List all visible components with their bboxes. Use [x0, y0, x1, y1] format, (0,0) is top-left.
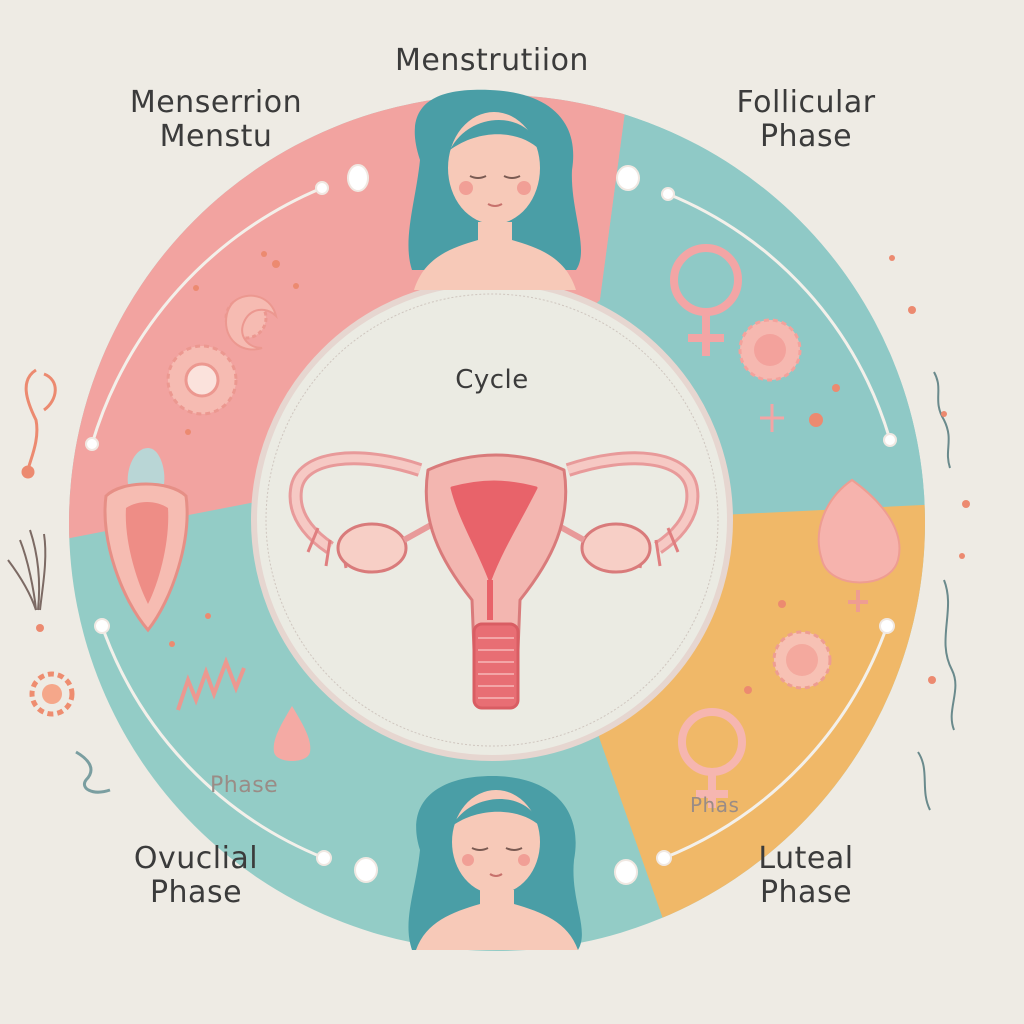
arc-bottom-left [100, 625, 325, 860]
label-top-left-line2: Menstu [159, 118, 273, 154]
uterus-icon [288, 451, 700, 710]
label-bottom-right-line2: Phase [759, 874, 853, 910]
label-inner-right-faded: Phas [690, 793, 740, 817]
wave-icon [176, 656, 246, 711]
ring-dots [85, 164, 897, 885]
label-bottom-left: Ovuclial Phase [76, 842, 316, 909]
egg-cell-icon [772, 630, 832, 690]
arc-top-left [90, 186, 323, 445]
label-top-right: Follicular Phase [686, 86, 926, 153]
label-center: Cycle [455, 365, 529, 395]
label-bottom-right: Luteal Phase [686, 842, 926, 909]
woman-face-icon [408, 776, 582, 950]
leaf-icon [21, 368, 57, 479]
uterus-cross-section-icon [103, 448, 189, 633]
confetti-dots [169, 251, 970, 694]
female-symbol-icon [760, 404, 784, 432]
label-top: Menstrutiion [395, 43, 589, 78]
drop-icon [273, 706, 311, 761]
woman-face-icon [408, 89, 582, 290]
flower-icon [29, 671, 75, 717]
egg-cell-icon [166, 344, 238, 416]
label-top-right-line1: Follicular [736, 85, 876, 120]
squiggle-icon [75, 750, 111, 794]
label-inner-left-faded: Phase [210, 773, 279, 798]
arc-bottom-right [663, 625, 889, 860]
female-symbol-icon [678, 708, 746, 808]
squiggle-icon [917, 371, 957, 811]
label-bottom-right-line1: Luteal [758, 841, 854, 876]
label-bottom-left-line2: Phase [149, 874, 243, 910]
egg-cell-icon [738, 318, 802, 382]
arc-top-right [667, 192, 892, 441]
sprig-icon [7, 529, 47, 632]
label-top-left-line1: Menserrion [129, 85, 303, 120]
label-bottom-left-line1: Ovuclial [133, 841, 259, 876]
center-disc-ring [265, 293, 719, 747]
label-top-right-line2: Phase [759, 118, 853, 154]
egg-cell-icon [817, 478, 901, 612]
label-top-left: Menserrion Menstu [96, 86, 336, 153]
ring-arcs [90, 186, 892, 860]
female-symbol-icon [670, 244, 742, 356]
moon-cell-icon [224, 294, 278, 351]
